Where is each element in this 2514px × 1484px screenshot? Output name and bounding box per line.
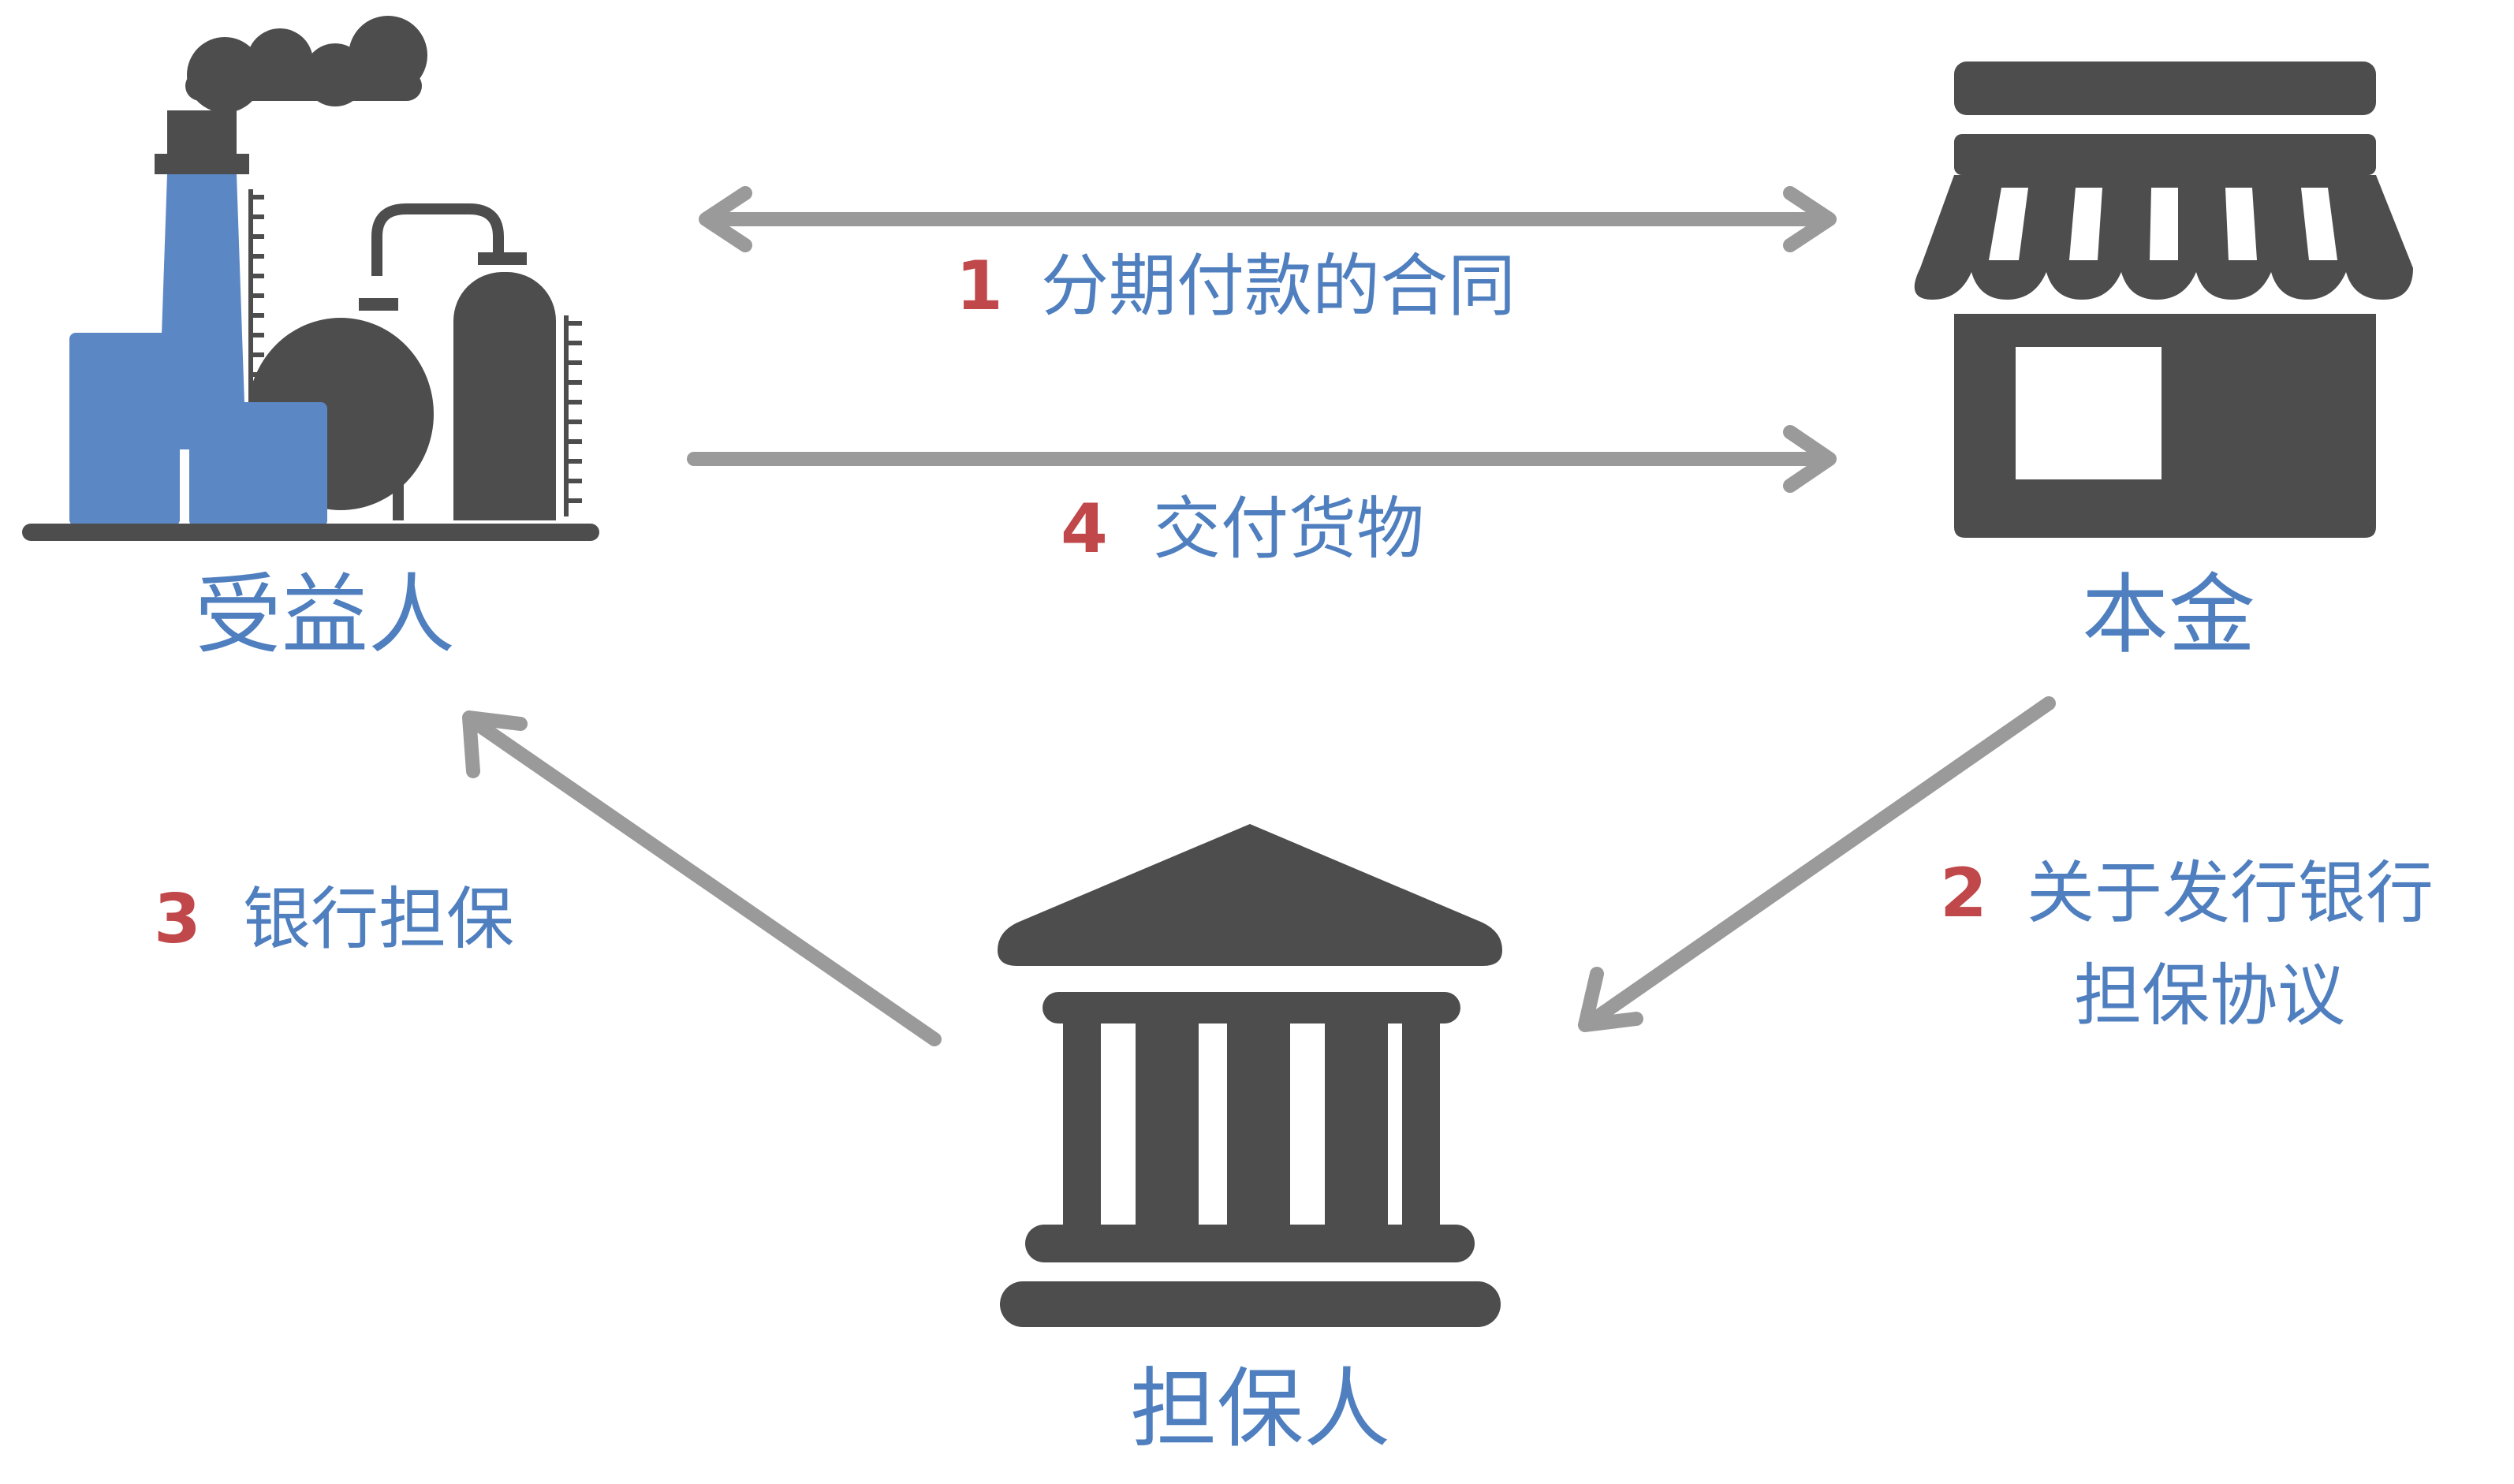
step-4-number: 4 xyxy=(1061,490,1108,569)
factory-icon xyxy=(22,16,599,541)
delivery-arrow xyxy=(687,425,1837,493)
step-1-text: 分期付款的合同 xyxy=(1041,247,1516,326)
step-3-text: 银行担保 xyxy=(243,880,514,959)
step-2-number: 2 xyxy=(1940,854,1987,933)
step-2-text-line1: 关于发行银行 xyxy=(2027,854,2434,933)
beneficiary-label: 受益人 xyxy=(195,565,455,666)
bank-icon xyxy=(998,824,1502,1327)
storefront-icon xyxy=(1914,62,2413,538)
contract-arrow xyxy=(699,186,1837,252)
step-1-number: 1 xyxy=(956,247,1003,326)
agreement-arrow xyxy=(1578,696,2056,1032)
principal-label: 本金 xyxy=(2082,565,2255,666)
step-3-number: 3 xyxy=(154,880,201,959)
guarantee-arrow xyxy=(462,710,942,1046)
step-2-text-line2: 担保协议 xyxy=(2074,956,2345,1035)
guarantor-label: 担保人 xyxy=(1130,1359,1390,1460)
step-4-text: 交付货物 xyxy=(1153,490,1424,569)
